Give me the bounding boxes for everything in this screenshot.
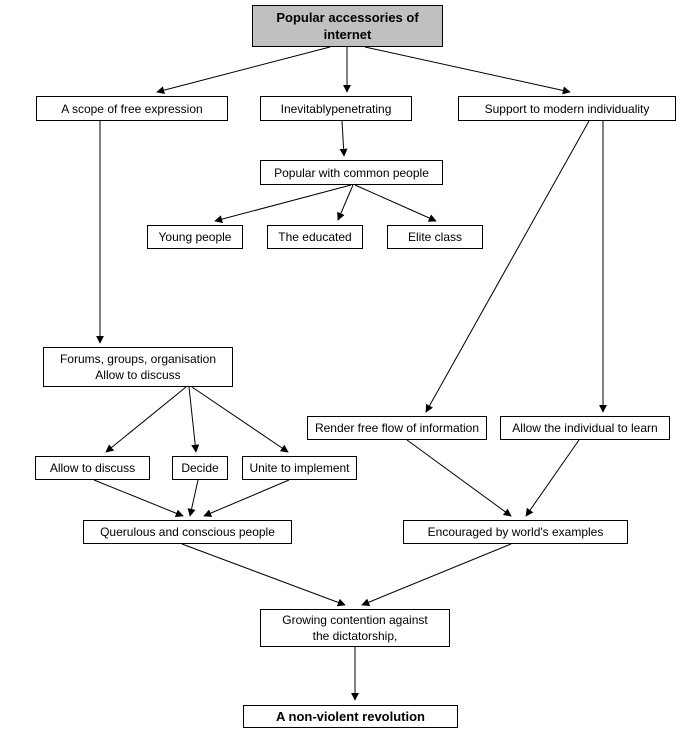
edge-inevitably-to-popular	[339, 120, 348, 157]
edge-unite-to-querulous	[203, 479, 290, 517]
node-popular-with-common-people: Popular with common people	[260, 160, 443, 185]
node-inevitably-penetrating: Inevitablypenetrating	[260, 96, 412, 121]
edge-encouraged-to-growing	[361, 543, 512, 606]
edge-title-to-support	[364, 46, 571, 95]
node-support-to-modern-individuality: Support to modern individuality	[458, 96, 676, 121]
node-elite-class: Elite class	[387, 225, 483, 249]
node-unite-to-implement: Unite to implement	[242, 456, 357, 480]
node-growing-contention-against-dictatorship: Growing contention against the dictators…	[260, 609, 450, 647]
node-a-scope-of-free-expression: A scope of free expression	[36, 96, 228, 121]
edge-popular-to-educated	[337, 184, 354, 221]
node-popular-accessories-of-internet: Popular accessories of internet	[252, 5, 443, 47]
node-allow-the-individual-to-learn: Allow the individual to learn	[500, 416, 670, 440]
edge-decide-to-querulous	[187, 479, 199, 517]
node-a-non-violent-revolution: A non-violent revolution	[243, 705, 458, 728]
node-young-people: Young people	[147, 225, 243, 249]
node-allow-to-discuss: Allow to discuss	[35, 456, 150, 480]
node-decide: Decide	[172, 456, 228, 480]
edge-learn-to-encouraged	[525, 439, 580, 517]
edge-title-to-scope	[156, 46, 331, 95]
node-forums-groups-organisation: Forums, groups, organisation Allow to di…	[43, 347, 233, 387]
node-render-free-flow-of-information: Render free flow of information	[307, 416, 487, 440]
edge-popular-to-elite	[354, 184, 437, 222]
edge-popular-to-young	[214, 184, 352, 224]
node-the-educated: The educated	[267, 225, 363, 249]
edge-support-to-render	[425, 120, 590, 413]
edge-allow-discuss-to-querulous	[93, 479, 184, 518]
node-querulous-and-conscious-people: Querulous and conscious people	[83, 520, 292, 544]
edge-forums-to-unite	[191, 386, 289, 453]
node-encouraged-by-worlds-examples: Encouraged by world's examples	[403, 520, 628, 544]
edge-render-to-encouraged	[406, 439, 512, 517]
edge-forums-to-allow-discuss	[105, 386, 187, 453]
edge-forums-to-decide	[188, 386, 200, 453]
edge-querulous-to-growing	[181, 543, 346, 607]
